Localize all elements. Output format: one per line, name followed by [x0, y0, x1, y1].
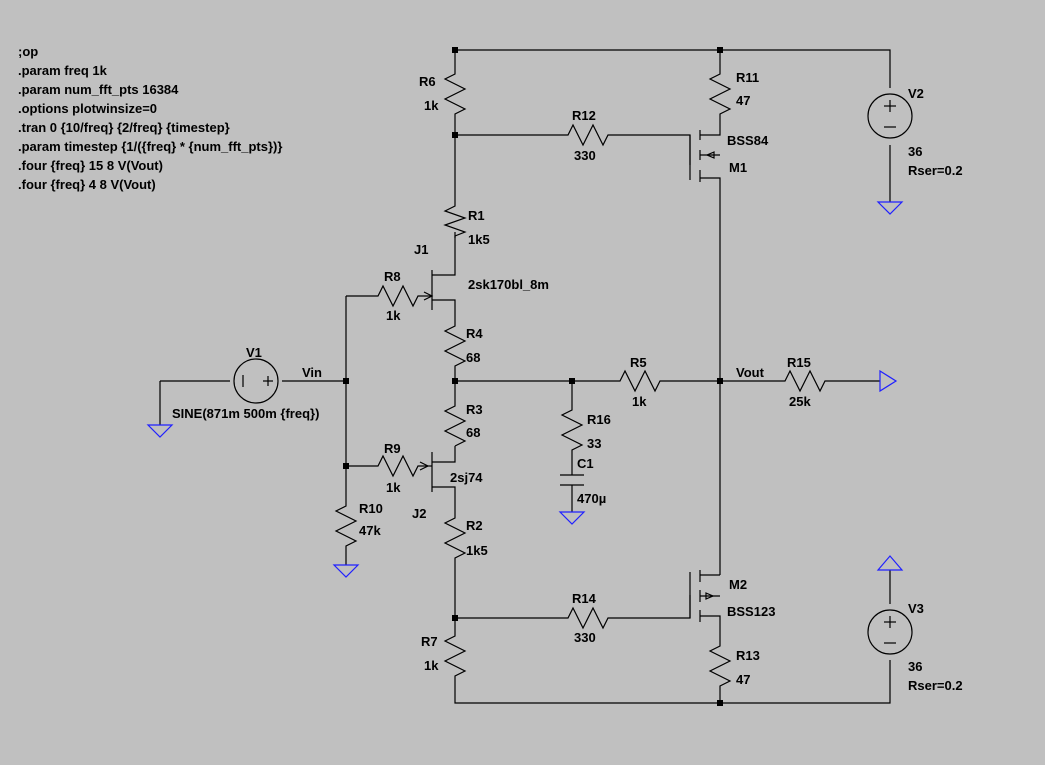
label-R7-value: 1k: [424, 658, 439, 673]
spice-directives: ;op .param freq 1k .param num_fft_pts 16…: [18, 42, 358, 194]
label-R15-name: R15: [787, 355, 811, 370]
resistor-R9[interactable]: [372, 454, 420, 478]
label-R1-value: 1k5: [468, 232, 490, 247]
mosfet-M2[interactable]: [689, 570, 721, 622]
directive-line[interactable]: .param timestep {1/({freq} * {num_fft_pt…: [18, 139, 283, 154]
ground-icon: [146, 424, 174, 438]
label-J1-name: J1: [414, 242, 428, 257]
labels: R6 1k R11 47 R12 330 BSS84 M1 V2 36 Rser…: [172, 70, 963, 693]
label-V2-name: V2: [908, 86, 924, 101]
mosfet-M1[interactable]: [689, 130, 721, 182]
label-V1-value: SINE(871m 500m {freq}): [172, 406, 319, 421]
ground-icon: [876, 201, 904, 215]
label-V3-name: V3: [908, 601, 924, 616]
label-R5-name: R5: [630, 355, 647, 370]
directive-line[interactable]: ;op: [18, 44, 39, 59]
label-R12-name: R12: [572, 108, 596, 123]
voltage-source-V3[interactable]: [867, 609, 913, 655]
label-J2-name: J2: [412, 506, 426, 521]
label-R14-name: R14: [572, 591, 597, 606]
label-R8-value: 1k: [386, 308, 401, 323]
label-V2-rser: Rser=0.2: [908, 163, 963, 178]
label-V2-value: 36: [908, 144, 922, 159]
resistor-R8[interactable]: [372, 284, 420, 308]
label-R7-name: R7: [421, 634, 438, 649]
ground-icon: [558, 511, 586, 525]
resistor-R10[interactable]: [334, 500, 358, 548]
label-C1-value: 470µ: [577, 491, 606, 506]
resistor-R5[interactable]: [610, 369, 665, 393]
resistor-R11[interactable]: [708, 64, 732, 120]
label-R11-name: R11: [736, 70, 759, 85]
label-R4-name: R4: [466, 326, 483, 341]
resistor-R3[interactable]: [443, 400, 467, 447]
directive-line[interactable]: .options plotwinsize=0: [18, 101, 158, 116]
label-M2-model: BSS123: [727, 604, 775, 619]
label-R3-value: 68: [466, 425, 480, 440]
label-R13-value: 47: [736, 672, 750, 687]
label-V3-value: 36: [908, 659, 922, 674]
junctions: [343, 47, 723, 706]
resistor-R15[interactable]: [775, 369, 830, 393]
label-R14-value: 330: [574, 630, 596, 645]
label-M1-model: BSS84: [727, 133, 769, 148]
resistor-R4[interactable]: [443, 320, 467, 370]
supply-flag-icon: [876, 555, 904, 571]
label-J1-model: 2sk170bl_8m: [468, 277, 549, 292]
resistor-R12[interactable]: [560, 123, 612, 147]
voltage-source-V2[interactable]: [867, 93, 913, 139]
net-label-vin: Vin: [302, 365, 322, 380]
output-port-icon: [879, 369, 898, 393]
label-R15-value: 25k: [789, 394, 811, 409]
label-M1-name: M1: [729, 160, 747, 175]
label-R2-name: R2: [466, 518, 483, 533]
label-C1-name: C1: [577, 456, 594, 471]
label-R10-value: 47k: [359, 523, 381, 538]
label-R9-value: 1k: [386, 480, 401, 495]
wires: [159, 49, 891, 704]
resistor-R6[interactable]: [443, 64, 467, 120]
label-V3-rser: Rser=0.2: [908, 678, 963, 693]
label-R1-name: R1: [468, 208, 485, 223]
resistor-R16[interactable]: [560, 404, 584, 460]
label-V1-name: V1: [246, 345, 262, 360]
resistor-R1[interactable]: [443, 200, 467, 238]
ground-icon: [332, 564, 360, 578]
label-R13-name: R13: [736, 648, 760, 663]
label-R4-value: 68: [466, 350, 480, 365]
resistor-R14[interactable]: [560, 606, 612, 630]
net-label-vout: Vout: [736, 365, 765, 380]
label-M2-name: M2: [729, 577, 747, 592]
resistor-R7[interactable]: [443, 630, 467, 680]
label-R11-value: 47: [736, 93, 750, 108]
capacitor-C1[interactable]: [560, 474, 584, 486]
label-R8-name: R8: [384, 269, 401, 284]
label-R6-name: R6: [419, 74, 436, 89]
jfet-J2[interactable]: [419, 452, 456, 497]
label-R12-value: 330: [574, 148, 596, 163]
label-R3-name: R3: [466, 402, 483, 417]
directive-line[interactable]: .param num_fft_pts 16384: [18, 82, 179, 97]
directive-line[interactable]: .param freq 1k: [18, 63, 107, 78]
resistor-R2[interactable]: [443, 512, 467, 560]
label-R16-name: R16: [587, 412, 611, 427]
label-R5-value: 1k: [632, 394, 647, 409]
directive-line[interactable]: .four {freq} 15 8 V(Vout): [18, 158, 163, 173]
label-R10-name: R10: [359, 501, 383, 516]
label-R6-value: 1k: [424, 98, 439, 113]
voltage-source-V1[interactable]: [233, 358, 279, 404]
directive-line[interactable]: .four {freq} 4 8 V(Vout): [18, 177, 156, 192]
jfet-J1[interactable]: [423, 265, 456, 310]
label-R16-value: 33: [587, 436, 601, 451]
directive-line[interactable]: .tran 0 {10/freq} {2/freq} {timestep}: [18, 120, 230, 135]
label-J2-model: 2sj74: [450, 470, 483, 485]
label-R2-value: 1k5: [466, 543, 488, 558]
label-R9-name: R9: [384, 441, 401, 456]
resistor-R13[interactable]: [708, 640, 732, 690]
